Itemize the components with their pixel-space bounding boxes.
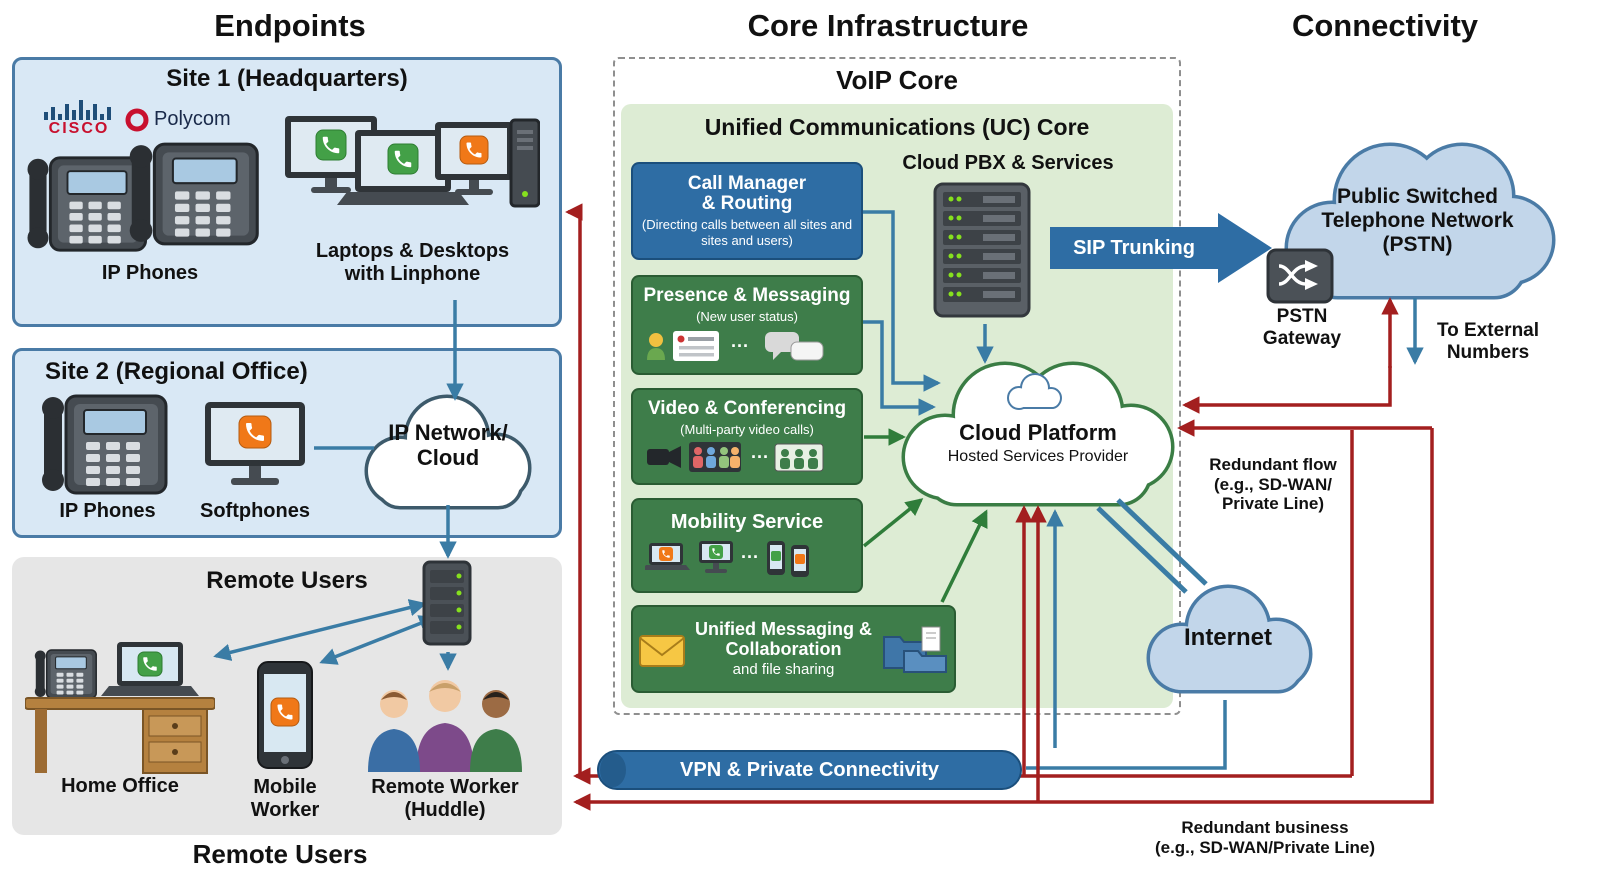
video-icons: ···	[646, 442, 823, 473]
connectivity-header: Connectivity	[1291, 8, 1479, 43]
cloud-platform-subtitle: Hosted Services Provider	[947, 448, 1129, 465]
core-infrastructure-header: Core Infrastructure	[747, 8, 1029, 43]
call-manager-subtitle: (Directing calls between all sites and s…	[641, 217, 853, 248]
remote-worker-label-line1: Remote Worker	[371, 776, 519, 798]
mobility-title: Mobility Service	[670, 510, 824, 533]
site1-title: Site 1 (Headquarters)	[166, 65, 408, 92]
voip-core-title: VoIP Core	[836, 65, 958, 95]
redundant-business-label: Redundant business (e.g., SD-WAN/Private…	[1130, 818, 1400, 857]
polycom-logo-icon	[125, 108, 149, 132]
mobility-icons: ···	[644, 540, 809, 577]
ip-network-cloud-line1: IP Network/	[388, 420, 508, 445]
redundant-business-line2: (e.g., SD-WAN/Private Line)	[1154, 837, 1376, 857]
cloud-platform-icon	[1007, 373, 1062, 410]
call-manager-title-line1: Call Manager	[687, 172, 807, 194]
home-office-icon	[25, 642, 215, 774]
mobility-ellipsis: ···	[741, 547, 759, 567]
to-external-line1: To External	[1436, 320, 1540, 341]
ip-network-cloud-label: IP Network/ Cloud	[368, 420, 528, 471]
laptops-desktops-icon	[285, 116, 540, 208]
endpoints-header: Endpoints	[214, 8, 366, 43]
mobility-service-box: Mobility Service ···	[631, 498, 863, 593]
to-external-line2: Numbers	[1446, 341, 1530, 363]
sip-trunking-arrowhead	[1218, 213, 1272, 283]
unified-title-line2: Collaboration	[725, 638, 842, 659]
mobile-worker-label: Mobile Worker	[230, 776, 340, 822]
home-office-label: Home Office	[61, 775, 179, 797]
site2-title: Site 2 (Regional Office)	[45, 358, 308, 385]
sip-trunking-arrow: SIP Trunking	[1050, 227, 1218, 269]
call-manager-title-line2: & Routing	[701, 193, 793, 215]
to-external-numbers-label: To External Numbers	[1428, 320, 1548, 364]
laptops-label: Laptops & Desktops with Linphone	[275, 240, 550, 286]
pstn-label-line3: (PSTN)	[1382, 233, 1453, 257]
video-subtitle: (Multi-party video calls)	[680, 421, 814, 437]
ip-network-cloud	[364, 394, 532, 510]
polycom-logo-text: Polycom	[154, 108, 231, 130]
site2-ip-phones-label: IP Phones	[59, 500, 156, 522]
remote-worker-label-line2: (Huddle)	[404, 799, 486, 821]
envelope-icon	[639, 635, 685, 667]
pstn-cloud	[1284, 142, 1556, 300]
pstn-gateway-icon	[1266, 248, 1334, 304]
cloud-platform-title: Cloud Platform	[959, 420, 1117, 445]
redundant-flow-label: Redundant flow (e.g., SD-WAN/ Private Li…	[1198, 455, 1348, 514]
redundant-flow-line2: (e.g., SD-WAN/	[1213, 474, 1333, 494]
softphones-label: Softphones	[200, 500, 310, 522]
mobile-worker-label-line2: Worker	[250, 799, 320, 821]
vpn-pipe: VPN & Private Connectivity	[597, 750, 1022, 790]
huddle-group-icon	[368, 680, 522, 772]
cloud-pbx-label: Cloud PBX & Services	[902, 152, 1114, 174]
uc-core-title: Unified Communications (UC) Core	[704, 114, 1090, 140]
presence-subtitle: (New user status)	[696, 309, 798, 325]
ip-phones-site1-icon	[26, 142, 259, 252]
ip-phone-site2-icon	[40, 394, 168, 495]
redundant-flow-line3: Private Line)	[1221, 494, 1325, 514]
softphone-monitor-icon	[205, 402, 305, 485]
video-title: Video & Conferencing	[647, 397, 847, 419]
cisco-logo-icon	[44, 100, 111, 120]
cloud-pbx-server-icon	[933, 182, 1031, 318]
video-conferencing-box: Video & Conferencing (Multi-party video …	[631, 388, 863, 485]
pstn-label-line1: Public Switched	[1336, 185, 1499, 208]
presence-icons: ···	[646, 330, 823, 361]
pstn-label: Public Switched Telephone Network (PSTN)	[1300, 185, 1535, 257]
folders-icon	[883, 626, 948, 673]
remote-users-footer: Remote Users	[192, 839, 368, 869]
remote-users-title: Remote Users	[206, 567, 368, 594]
laptops-label-line1: Laptops & Desktops	[315, 240, 510, 262]
cisco-logo-text: CISCO	[48, 120, 110, 137]
mobile-worker-icon	[257, 661, 313, 769]
pstn-gateway-label: PSTN Gateway	[1250, 306, 1354, 350]
internet-label: Internet	[1183, 624, 1272, 651]
unified-messaging-box: Unified Messaging & Collaboration and fi…	[631, 605, 956, 693]
unified-title-line1: Unified Messaging &	[695, 618, 873, 639]
pstn-label-line2: Telephone Network	[1321, 209, 1514, 233]
sip-trunking-label: SIP Trunking	[1073, 236, 1195, 259]
site1-ip-phones-label: IP Phones	[101, 262, 199, 284]
presence-ellipsis: ···	[731, 336, 749, 356]
laptops-label-line2: with Linphone	[344, 263, 481, 285]
vpn-label: VPN & Private Connectivity	[680, 758, 939, 781]
vpn-pipe-cap	[600, 753, 626, 787]
pstn-gateway-label-line2: Gateway	[1262, 327, 1342, 349]
unified-subtitle: and file sharing	[732, 661, 835, 679]
redundant-flow-line1: Redundant flow	[1209, 455, 1337, 474]
mobile-worker-label-line1: Mobile	[253, 776, 317, 798]
ip-network-cloud-line2: Cloud	[416, 445, 480, 471]
presence-title: Presence & Messaging	[643, 285, 851, 307]
pstn-gateway-label-line1: PSTN	[1276, 306, 1328, 327]
remote-worker-label: Remote Worker (Huddle)	[355, 776, 535, 822]
call-manager-box: Call Manager & Routing (Directing calls …	[631, 162, 863, 260]
video-ellipsis: ···	[751, 447, 769, 467]
redundant-business-line1: Redundant business	[1181, 818, 1349, 837]
presence-messaging-box: Presence & Messaging (New user status) ·…	[631, 275, 863, 375]
